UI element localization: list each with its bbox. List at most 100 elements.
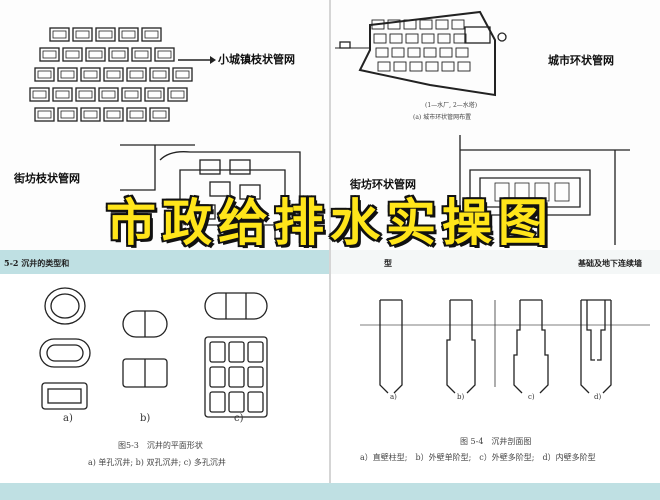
caisson-cell — [247, 391, 264, 413]
water-tower-area — [464, 26, 491, 44]
building — [199, 159, 221, 175]
multi-oval-caisson — [204, 292, 268, 320]
city-block — [375, 47, 389, 58]
building — [229, 209, 251, 225]
city-block — [75, 87, 96, 102]
city-ring-network-map — [335, 10, 630, 245]
city-block — [457, 61, 471, 72]
caisson-section — [513, 299, 549, 394]
caisson-cell — [247, 341, 264, 363]
building — [239, 184, 261, 200]
city-block-inner — [129, 110, 144, 119]
city-block — [391, 47, 405, 58]
city-block — [103, 107, 124, 122]
city-block — [149, 107, 170, 122]
city-block — [49, 27, 70, 42]
ring-main — [358, 10, 496, 97]
city-block — [441, 61, 455, 72]
city-block — [439, 47, 453, 58]
caisson-cell — [228, 341, 245, 363]
city-block — [389, 33, 403, 44]
city-block — [451, 19, 465, 30]
city-block — [85, 47, 106, 62]
building — [209, 181, 231, 197]
circular-caisson — [44, 287, 86, 325]
oval-caisson — [39, 338, 91, 368]
city-block-inner — [65, 50, 80, 59]
main-title-overlay: 市政给排水实操图 — [105, 194, 554, 252]
caisson-cell — [209, 391, 226, 413]
city-block — [387, 19, 401, 30]
city-block-inner — [106, 70, 121, 79]
building — [514, 182, 530, 202]
section-figure-legend: a）直壁柱型; b）外壁单阶型; c）外壁多阶型; d）内壁多阶型 — [360, 453, 596, 462]
city-block — [455, 47, 469, 58]
city-block-inner — [175, 70, 190, 79]
section-header-right-end: 基础及地下连续墙 — [578, 258, 642, 268]
city-block — [80, 67, 101, 82]
city-block-inner — [42, 50, 57, 59]
building — [229, 159, 251, 175]
city-block — [126, 67, 147, 82]
city-block-inner — [152, 110, 167, 119]
city-block — [52, 87, 73, 102]
block-branch-network-label: 街坊枝状管网 — [14, 172, 80, 185]
city-block — [407, 47, 421, 58]
city-block-inner — [75, 30, 90, 39]
city-block — [39, 47, 60, 62]
city-block — [103, 67, 124, 82]
city-block — [371, 19, 385, 30]
rect-caisson-inner — [47, 388, 82, 404]
city-block — [405, 33, 419, 44]
city-block — [98, 87, 119, 102]
plan-figure-caption: 图5-3 沉井的平面形状 — [118, 441, 203, 450]
city-block — [62, 47, 83, 62]
city-block-inner — [121, 30, 136, 39]
building — [494, 182, 510, 202]
city-block — [393, 61, 407, 72]
plan-figure-legend: a) 单孔沉井; b) 双孔沉井; c) 多孔沉井 — [88, 458, 226, 467]
city-block-inner — [88, 50, 103, 59]
city-block — [121, 87, 142, 102]
caisson-cell — [228, 366, 245, 388]
caisson-section-diagram — [360, 299, 650, 394]
city-block-inner — [52, 30, 67, 39]
oval-caisson-inner — [46, 344, 84, 362]
city-block — [95, 27, 116, 42]
city-block-inner — [157, 50, 172, 59]
building — [554, 182, 570, 202]
city-block — [72, 27, 93, 42]
city-block — [144, 87, 165, 102]
city-block-inner — [170, 90, 185, 99]
plan-label-b: b) — [140, 413, 151, 424]
water-tower-icon — [497, 32, 507, 42]
section-header-band-left — [0, 250, 329, 274]
city-block — [167, 87, 188, 102]
city-block-inner — [124, 90, 139, 99]
caisson-cell — [247, 366, 264, 388]
city-block — [154, 47, 175, 62]
small-town-network-label: 小城镇枝状管网 — [218, 53, 295, 66]
city-block-inner — [144, 30, 159, 39]
section-header-right-start: 型 — [384, 258, 392, 268]
pipe-line — [189, 224, 276, 240]
city-block — [34, 107, 55, 122]
city-block — [149, 67, 170, 82]
caisson-cell — [209, 341, 226, 363]
city-block — [57, 67, 78, 82]
city-block — [437, 33, 451, 44]
caisson-cell — [209, 366, 226, 388]
city-block-inner — [129, 70, 144, 79]
arrow-head — [210, 56, 216, 64]
city-block-inner — [101, 90, 116, 99]
city-block-inner — [60, 110, 75, 119]
city-block-inner — [37, 110, 52, 119]
section-label-a: a) — [390, 393, 397, 401]
city-block — [425, 61, 439, 72]
map-caption: (a) 城市环状管网布置 — [413, 114, 472, 121]
city-block — [108, 47, 129, 62]
multi-cell-caisson — [204, 336, 268, 418]
water-plant — [339, 41, 351, 49]
city-block — [29, 87, 50, 102]
caisson-cell — [228, 391, 245, 413]
